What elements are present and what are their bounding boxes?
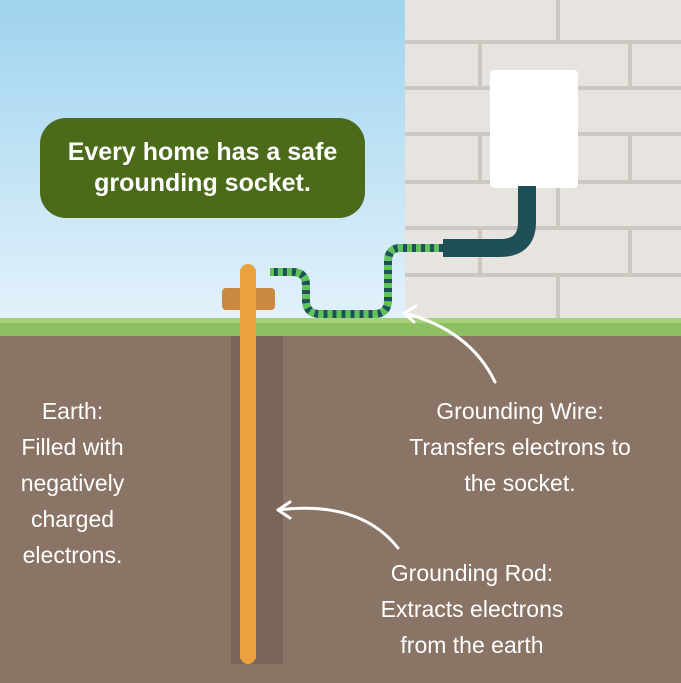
rod-label-line: Grounding Rod: [390,560,554,586]
grounding-wire-label: Grounding Wire: Transfers electrons to t… [385,393,655,501]
rod-arrow [276,500,400,550]
earth-label-line: charged [30,506,115,532]
wire-label-line: Grounding Wire: [436,398,604,424]
earth-label: Earth: Filled with negatively charged el… [0,393,145,573]
rod-label-line: Extracts electrons [380,596,564,622]
socket-box [490,70,578,188]
rod-pit [231,336,283,664]
conduit [443,186,536,257]
wire-label-line: Transfers electrons to [409,434,631,460]
wire-arrow [402,304,497,384]
rod-label-line: from the earth [400,632,544,658]
callout-bubble: Every home has a safe grounding socket. [40,118,365,218]
soil [0,334,681,683]
wire-label-line: the socket. [464,470,576,496]
earth-label-line: electrons. [22,542,123,568]
grounding-rod [240,264,256,664]
earth-label-line: Earth: [41,398,104,424]
earth-label-line: negatively [20,470,125,496]
earth-label-line: Filled with [21,434,124,460]
grounding-rod-label: Grounding Rod: Extracts electrons from t… [352,555,592,663]
grounding-wire [270,244,443,318]
callout-line-1: Every home has a safe [67,138,338,166]
callout-line-2: grounding socket. [94,169,311,197]
